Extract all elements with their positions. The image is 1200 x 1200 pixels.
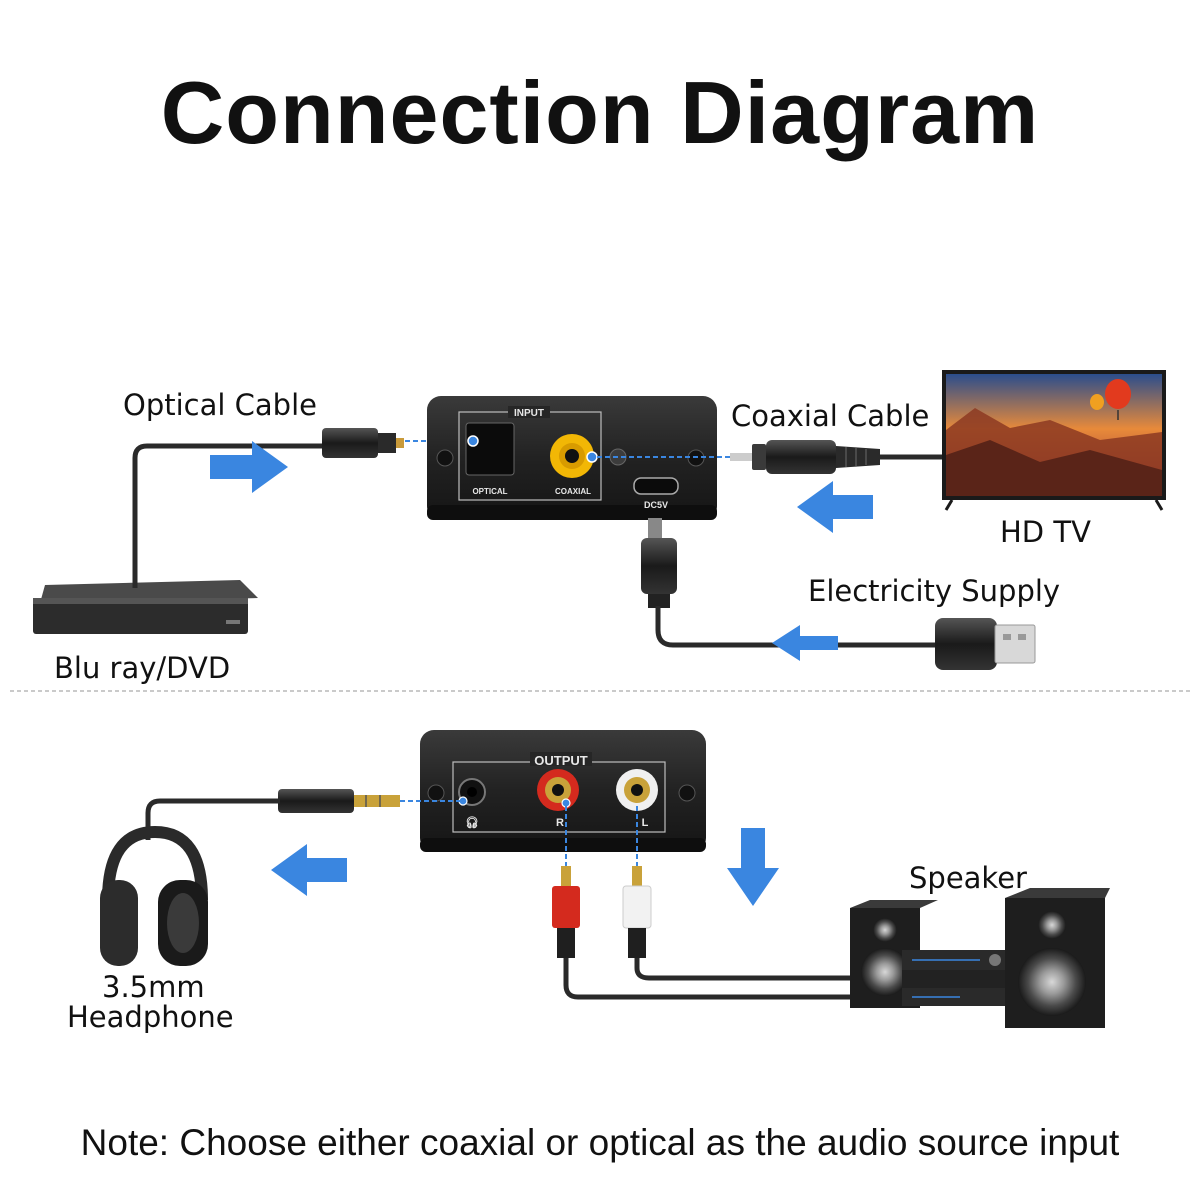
output-panel-label: OUTPUT (534, 753, 588, 768)
speaker-label: Speaker (909, 861, 1027, 895)
coaxial-port-label: COAXIAL (555, 487, 591, 496)
source-input-note: Note: Choose either coaxial or optical a… (80, 1122, 1120, 1163)
rca-right-label: R (556, 817, 564, 829)
headphone-size-label: 3.5mm (102, 970, 205, 1004)
headphone-plug-icon (278, 789, 400, 813)
headphone-cable (145, 798, 280, 840)
optical-cable (132, 443, 325, 588)
power-port-label: DC5V (644, 500, 668, 510)
hd-tv-label: HD TV (1000, 515, 1091, 549)
rca-red-cable (563, 958, 862, 1000)
rca-left-label: L (642, 817, 649, 829)
headphone-jack-icon: 🎧︎ (465, 816, 479, 829)
optical-plug-icon (322, 428, 404, 458)
optical-port (465, 422, 515, 476)
rca-white-cable (634, 958, 862, 981)
input-panel-label: INPUT (514, 408, 544, 419)
headphone-direction-arrow-icon (271, 844, 347, 896)
electricity-supply-label: Electricity Supply (808, 574, 1061, 608)
rca-white-plug-icon (622, 866, 652, 958)
usb-plug-icon (935, 618, 1036, 670)
blu-ray-player-icon (33, 580, 258, 634)
rca-red-plug-icon (552, 866, 580, 958)
dc-plug-icon (641, 518, 677, 608)
blu-ray-label: Blu ray/DVD (54, 651, 231, 685)
optical-cable-label: Optical Cable (123, 388, 317, 422)
speaker-system-icon (850, 888, 1110, 1028)
headphone-icon (100, 825, 208, 966)
input-converter-box: INPUT OPTICAL COAXIAL DC5V (427, 396, 717, 520)
hd-tv-icon (942, 370, 1166, 511)
optical-direction-arrow-icon (210, 441, 288, 493)
diagram-title: Connection Diagram (160, 63, 1040, 162)
coaxial-cable-label: Coaxial Cable (731, 399, 930, 433)
power-port (633, 477, 679, 495)
optical-port-label: OPTICAL (472, 487, 507, 496)
output-converter-box: OUTPUT 🎧︎ R L (420, 730, 706, 852)
power-direction-arrow-icon (772, 625, 838, 661)
coaxial-direction-arrow-icon (797, 481, 873, 533)
coaxial-plug-icon (730, 440, 880, 474)
headphone-label: Headphone (67, 1000, 234, 1034)
power-cable (655, 606, 938, 648)
speaker-direction-arrow-icon (727, 828, 779, 906)
